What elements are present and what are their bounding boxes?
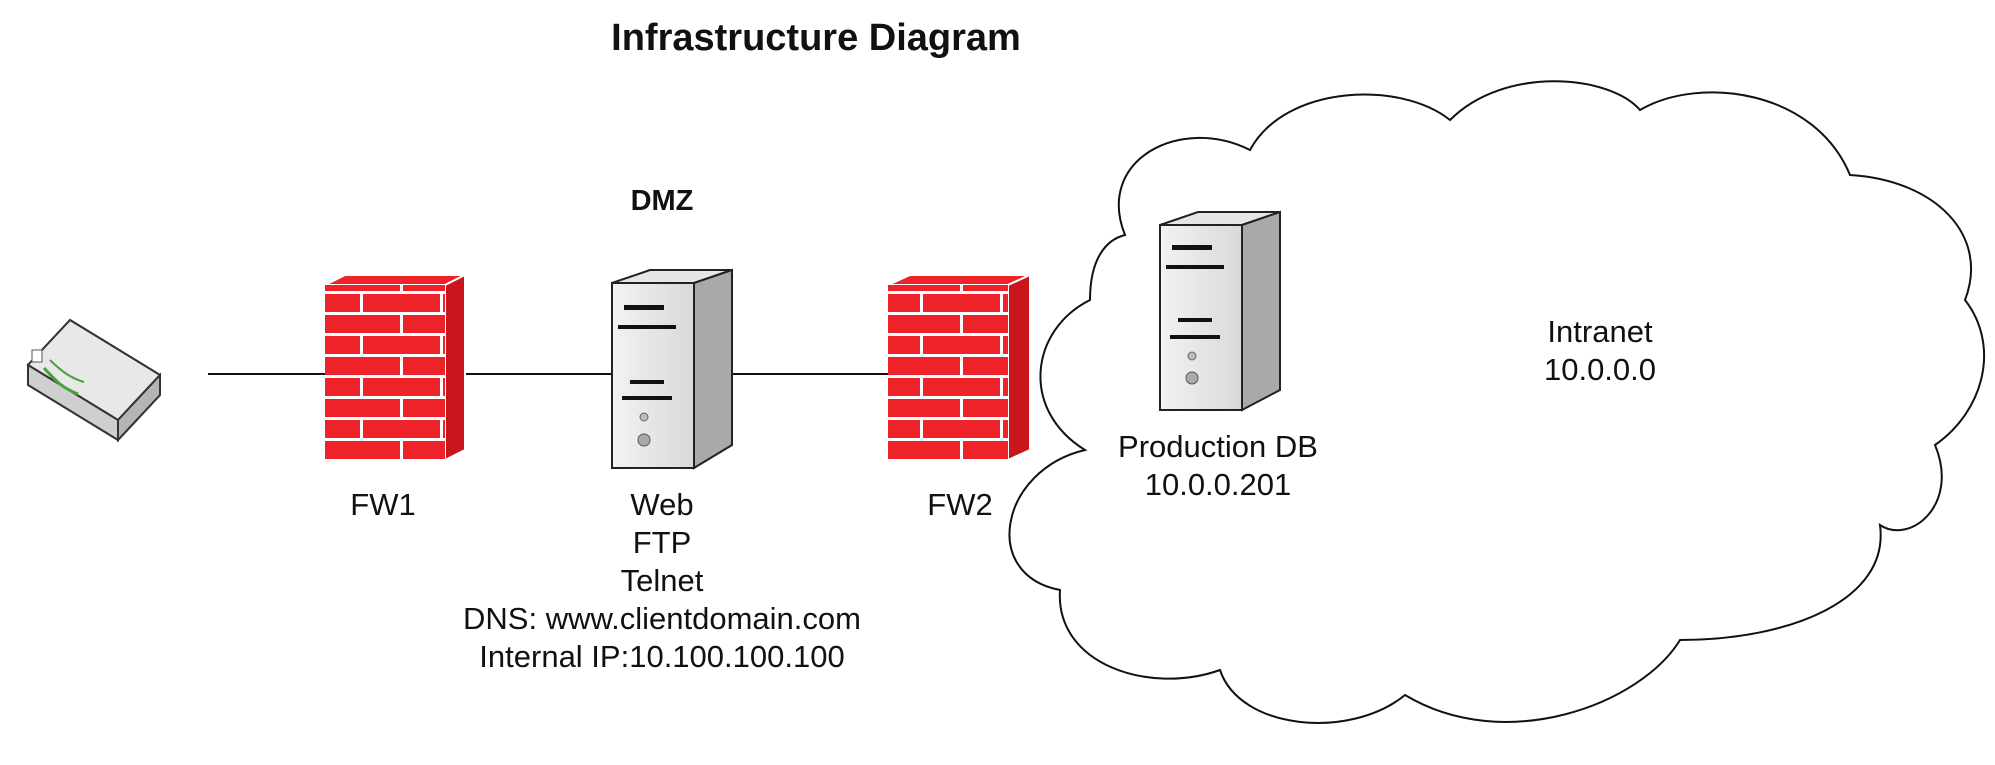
production-db-ip: 10.0.0.201	[1144, 467, 1292, 502]
server-icon	[1159, 210, 1281, 412]
web-server-service-web: Web	[630, 487, 694, 522]
web-server-internal-ip: Internal IP:10.100.100.100	[479, 639, 845, 674]
web-server-label: Web FTP Telnet DNS: www.clientdomain.com…	[463, 486, 861, 676]
web-server-dns: DNS: www.clientdomain.com	[463, 601, 861, 636]
production-db-label: Production DB 10.0.0.201	[1118, 428, 1318, 504]
server-icon	[611, 268, 733, 470]
router-icon	[26, 318, 162, 443]
web-server-service-telnet: Telnet	[620, 563, 704, 598]
fw1-label: FW1	[350, 487, 416, 522]
production-db-name: Production DB	[1118, 429, 1318, 464]
web-server-service-ftp: FTP	[632, 525, 692, 560]
cloud-icon	[1008, 80, 1986, 724]
diagram-title: Infrastructure Diagram	[611, 17, 1021, 59]
firewall-icon	[887, 273, 1031, 462]
fw2-label: FW2	[927, 487, 993, 522]
dmz-label: DMZ	[630, 185, 694, 217]
intranet-name: Intranet	[1547, 314, 1653, 349]
intranet-subnet: 10.0.0.0	[1543, 352, 1657, 387]
intranet-label: Intranet 10.0.0.0	[1544, 313, 1656, 389]
firewall-icon	[324, 273, 466, 462]
